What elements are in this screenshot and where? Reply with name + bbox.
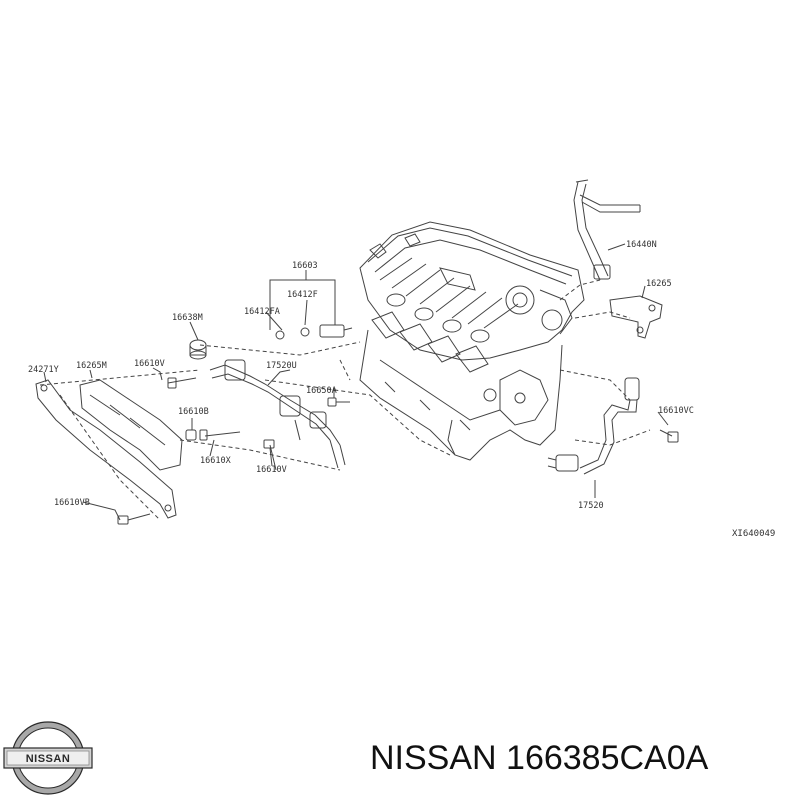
nissan-logo-text: NISSAN [26, 753, 71, 765]
part-16265m-insulator [79, 379, 183, 471]
label-16610x: 16610X [200, 456, 232, 466]
label-16603: 16603 [292, 261, 318, 271]
label-16265: 16265 [646, 279, 672, 289]
engine-parts-diagram: 16603 16412F 16412FA 16638M 24271Y 16265… [28, 179, 775, 539]
leader-lines [39, 279, 651, 521]
part-24271y-harness-bracket [35, 379, 177, 519]
label-16610vc: 16610VC [658, 406, 694, 416]
label-17520u: 17520U [266, 361, 297, 371]
part-number-title: NISSAN 166385CA0A [370, 739, 709, 777]
nissan-logo: NISSAN [3, 721, 93, 795]
label-16412f: 16412F [287, 290, 318, 300]
label-16610v-b: 16610V [256, 465, 287, 475]
diagram-reference-code: XI640049 [732, 529, 775, 539]
label-24271y: 24271Y [28, 365, 59, 375]
part-16610vc-bolt [659, 429, 679, 443]
label-16638m: 16638M [172, 313, 203, 323]
label-16610vb: 16610VB [54, 498, 90, 508]
part-16650a-bolt [327, 397, 350, 407]
part-16603-injector [275, 324, 353, 340]
engine-block [359, 221, 585, 461]
label-16610b: 16610B [178, 407, 209, 417]
label-16650a: 16650A [306, 386, 337, 396]
part-17520u-fuel-rail [209, 359, 346, 469]
part-16638m-damper [189, 339, 207, 360]
part-17520-fuel-line [547, 377, 640, 475]
part-16610vb-bolt [117, 513, 151, 525]
label-17520: 17520 [578, 501, 604, 511]
part-16610b-16610x [185, 429, 241, 441]
label-16412fa: 16412FA [244, 307, 280, 317]
part-16440n-hose [573, 179, 641, 281]
part-16265-bracket [609, 295, 663, 339]
callout-lines [43, 243, 669, 521]
label-16265m: 16265M [76, 361, 107, 371]
label-16610v-a: 16610V [134, 359, 165, 369]
label-16440n: 16440N [626, 240, 657, 250]
part-16610v-bolts [167, 377, 277, 471]
